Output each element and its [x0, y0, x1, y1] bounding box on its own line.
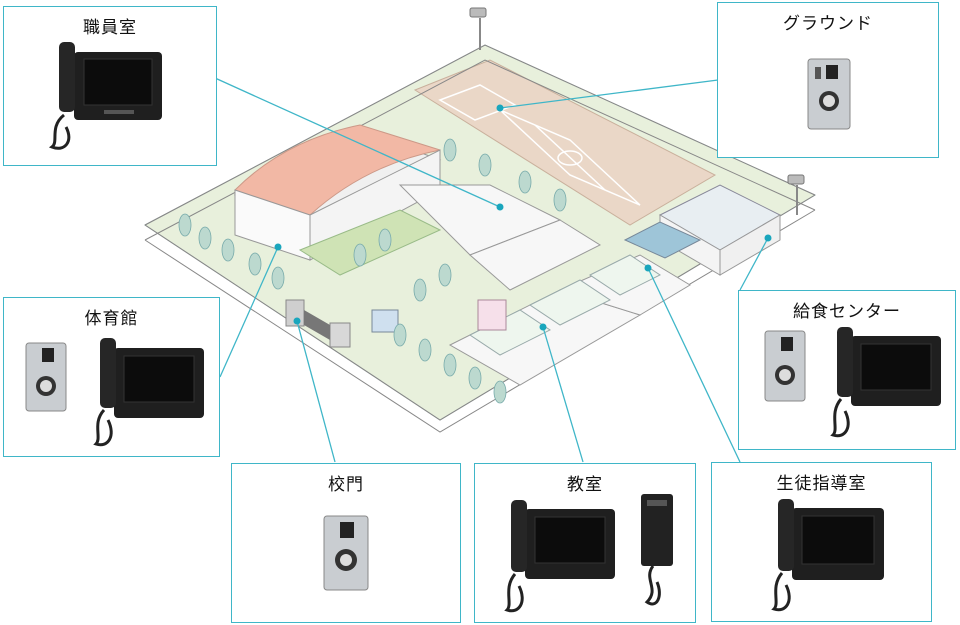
callout-dots — [274, 104, 772, 331]
lunch-center-devices — [764, 327, 941, 438]
desk-intercom-monitor-icon — [93, 338, 204, 447]
guidance-room-label: 生徒指導室 — [776, 474, 867, 494]
lunch-center-building — [623, 184, 782, 276]
lunch-center-label: 給食センター — [793, 302, 901, 322]
sports-field — [413, 59, 717, 226]
desk-intercom-monitor-icon — [830, 327, 941, 438]
courtyard — [298, 209, 442, 276]
door-station-icon — [25, 342, 67, 412]
staff-room-label: 職員室 — [83, 18, 137, 38]
school-gate-box: 校門 — [231, 463, 461, 623]
classroom-devices — [504, 494, 673, 613]
callout-lines — [214, 77, 769, 463]
classroom-label: 教室 — [567, 475, 603, 495]
gate-booth — [329, 322, 351, 348]
trees — [178, 138, 567, 404]
classroom-box: 教室 — [474, 463, 696, 623]
gymnasium-box: 体育館 — [3, 297, 220, 457]
handset-sub-station-icon — [641, 494, 673, 606]
door-station-icon — [807, 58, 851, 130]
staff-room-box: 職員室 — [3, 6, 217, 166]
gate-door — [304, 310, 330, 340]
classroom-rooms — [469, 254, 661, 356]
desk-intercom-monitor-icon — [771, 499, 884, 612]
cctv-camera-icon — [469, 7, 487, 50]
door-station-icon — [764, 330, 806, 402]
cctv-camera-icon — [787, 174, 805, 215]
guidance-room-box: 生徒指導室 — [711, 462, 932, 622]
lunch-center-box: 給食センター — [738, 290, 956, 450]
ground-label: グラウンド — [783, 14, 873, 34]
toilet-block — [477, 299, 507, 331]
desk-intercom-monitor-icon — [48, 42, 162, 150]
door-station-icon — [323, 515, 369, 591]
field-lines — [438, 84, 641, 206]
small-shed — [371, 309, 399, 333]
desk-intercom-monitor-icon — [504, 500, 615, 613]
ground-box: グラウンド — [717, 2, 939, 158]
gymnasium-label: 体育館 — [84, 309, 139, 329]
school-gate-label: 校門 — [328, 475, 364, 495]
gymnasium-devices — [25, 338, 204, 447]
